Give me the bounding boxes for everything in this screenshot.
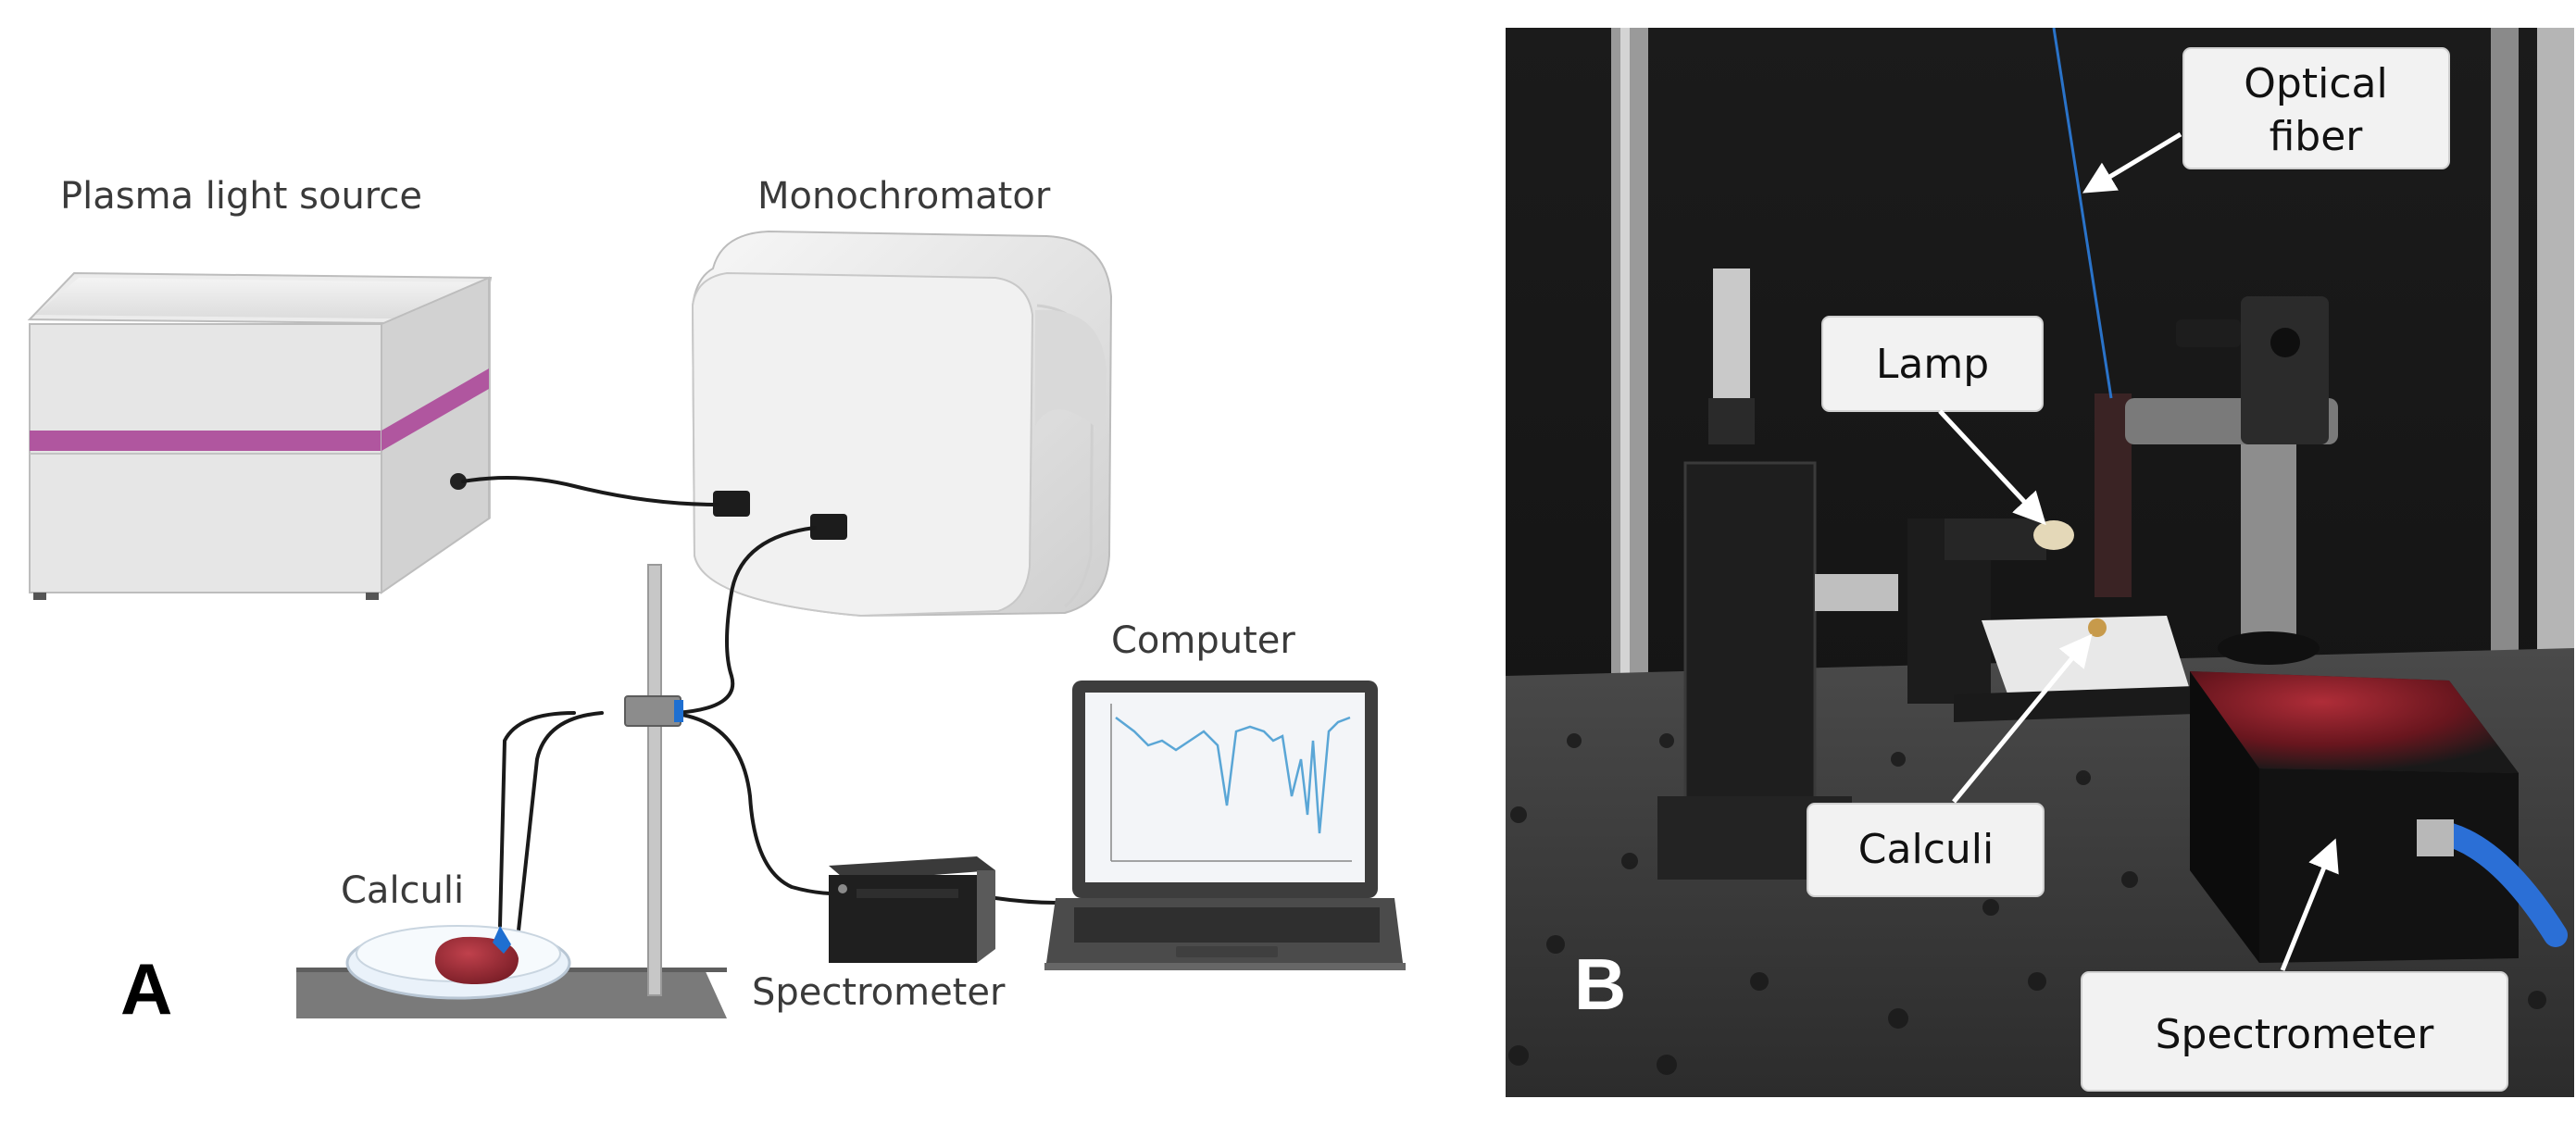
calculi-photo-sample bbox=[2088, 618, 2107, 637]
lamp-bulb bbox=[2033, 520, 2074, 550]
callout-spectrometer-text: Spectrometer bbox=[2156, 1011, 2435, 1058]
panel-b: Optical fiber Lamp Calculi Spectrometer … bbox=[1506, 28, 2574, 1097]
callout-lamp: Lamp bbox=[1821, 316, 2046, 526]
panel-a: Plasma light source Monochromator Comput… bbox=[27, 175, 1406, 1030]
source-port bbox=[450, 473, 467, 490]
petri-dish bbox=[345, 925, 571, 1000]
mono-input-port bbox=[713, 491, 750, 517]
label-calculi: Calculi bbox=[341, 869, 464, 912]
clamp bbox=[624, 695, 682, 727]
panel-letter-b: B bbox=[1574, 943, 1626, 1025]
source-stripe bbox=[30, 431, 381, 451]
probe-tip bbox=[493, 926, 511, 954]
callout-calculi: Calculi bbox=[1807, 633, 2093, 897]
callout-calculi-text: Calculi bbox=[1858, 826, 1994, 873]
mono-output-port bbox=[810, 514, 847, 540]
panel-letter-a: A bbox=[120, 948, 172, 1030]
callout-optical-fiber: Optical fiber bbox=[2082, 47, 2450, 194]
label-computer: Computer bbox=[1111, 619, 1295, 662]
callout-spectrometer: Spectrometer bbox=[2081, 838, 2508, 1092]
label-plasma-light-source: Plasma light source bbox=[60, 175, 422, 218]
label-spectrometer: Spectrometer bbox=[752, 971, 1006, 1014]
spectrometer-photo bbox=[2190, 671, 2568, 963]
calculi-sample bbox=[434, 936, 519, 985]
monochromator bbox=[691, 230, 1113, 618]
callout-optical-fiber-line2: fiber bbox=[2270, 113, 2364, 160]
label-monochromator: Monochromator bbox=[757, 175, 1051, 218]
plasma-light-source bbox=[27, 271, 493, 600]
callout-optical-fiber-line1: Optical bbox=[2244, 60, 2387, 107]
spectrum-trace bbox=[1115, 716, 1351, 834]
computer-laptop bbox=[1044, 681, 1406, 970]
spectrometer-device bbox=[829, 856, 995, 963]
callout-lamp-text: Lamp bbox=[1876, 341, 1989, 388]
cables bbox=[461, 476, 1057, 932]
optical-fiber-line bbox=[2052, 28, 2113, 399]
